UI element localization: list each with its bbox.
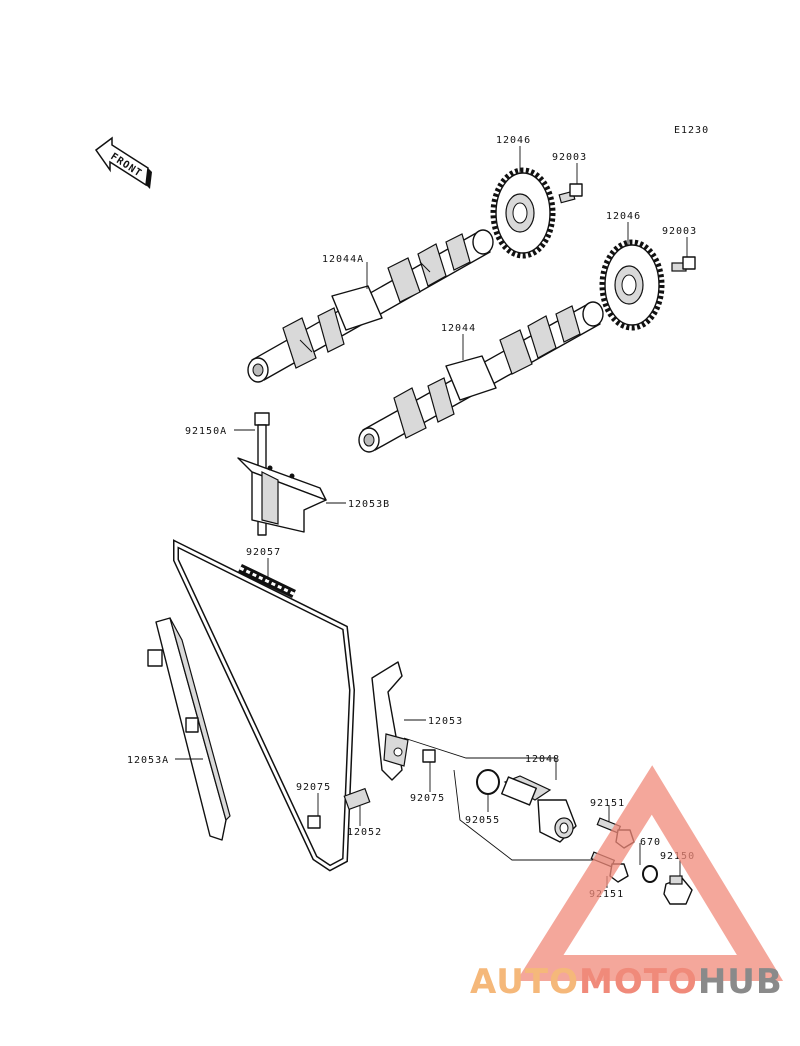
label-92150a: 92150A [185, 426, 227, 437]
sprocket-right [599, 239, 665, 331]
front-arrow-icon: FRONT [94, 136, 152, 189]
label-12052: 12052 [347, 827, 382, 838]
watermark-logo [516, 765, 784, 981]
tensioner-guide [371, 661, 409, 781]
label-12048: 12048 [525, 754, 560, 765]
pivot-collar [343, 787, 371, 811]
label-12046-top: 12046 [496, 135, 531, 146]
label-12053b: 12053B [348, 499, 390, 510]
label-92150: 92150 [660, 851, 695, 862]
plug-bolt [663, 875, 693, 905]
label-92151-top: 92151 [590, 798, 625, 809]
label-92151-bottom: 92151 [589, 889, 624, 900]
label-92003-right: 92003 [662, 226, 697, 237]
upper-chain-guide [237, 457, 327, 533]
bolt-top [558, 183, 583, 204]
label-92057: 92057 [246, 547, 281, 558]
bolt-right [671, 256, 696, 272]
label-92075-left: 92075 [296, 782, 331, 793]
label-12053a: 12053A [127, 755, 169, 766]
watermark-auto: AUTO [470, 962, 579, 1002]
label-670: 670 [640, 837, 661, 848]
sprocket-top [490, 167, 556, 259]
label-12044a: 12044A [322, 254, 364, 265]
label-12046-right: 12046 [606, 211, 641, 222]
left-chain-guide [147, 617, 231, 841]
camshaft [358, 301, 604, 453]
watermark-hub: HUB [697, 962, 783, 1002]
label-12044: 12044 [441, 323, 476, 334]
watermark-text: AUTOMOTOHUB [470, 962, 800, 1002]
oring [476, 769, 500, 795]
label-92003-top: 92003 [552, 152, 587, 163]
washer [642, 865, 658, 883]
damper-left [307, 815, 321, 829]
cam-tensioner [501, 775, 577, 843]
label-92055: 92055 [465, 815, 500, 826]
label-12053: 12053 [428, 716, 463, 727]
label-92075-right: 92075 [410, 793, 445, 804]
watermark-moto: MOTO [578, 962, 698, 1002]
diagram-code: E1230 [674, 125, 709, 136]
camshaft-a [247, 229, 494, 383]
damper-right [422, 749, 436, 763]
cam-chain [173, 539, 356, 872]
